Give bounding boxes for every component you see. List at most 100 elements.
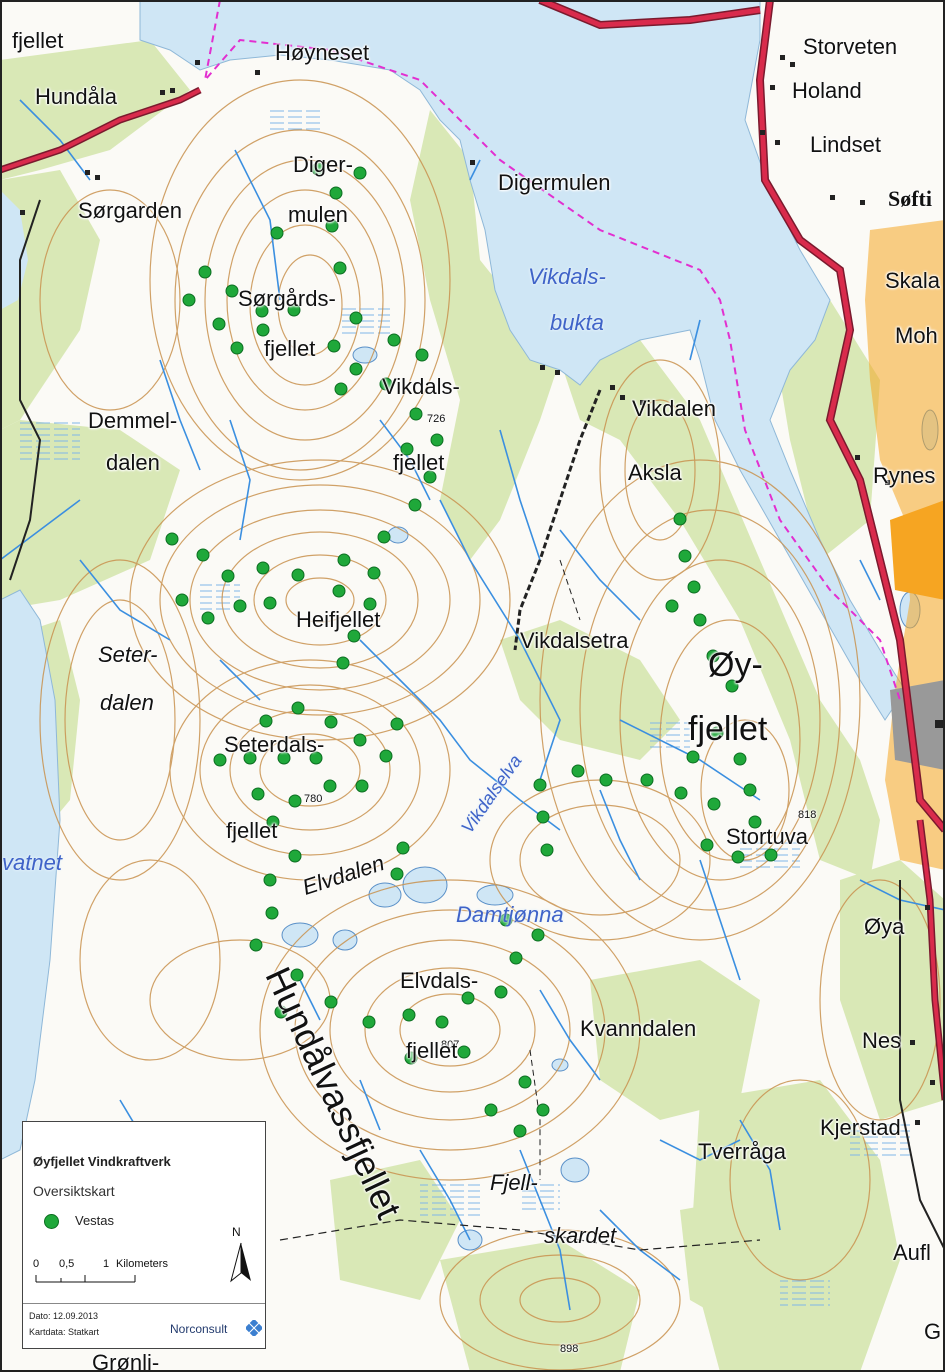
turbine-marker [251, 787, 265, 801]
turbine-marker [196, 548, 210, 562]
turbine-marker [640, 773, 654, 787]
label-oyfjellet-top: Øy- [708, 646, 763, 684]
roads [0, 0, 945, 1251]
label-height-807: 807 [441, 1039, 460, 1051]
legend-divider [23, 1303, 265, 1304]
turbine-marker [513, 1124, 527, 1138]
turbine-marker [329, 186, 343, 200]
turbine-marker [686, 750, 700, 764]
label-elvdalsfjellet-top: Elvdals- [400, 968, 479, 993]
label-g: G [924, 1319, 942, 1344]
turbine-marker [693, 613, 707, 627]
turbine-marker [353, 733, 367, 747]
turbine-marker [221, 569, 235, 583]
turbine-marker [402, 1008, 416, 1022]
label-seterdalen-top: Seter- [98, 642, 158, 667]
turbine-marker [347, 629, 361, 643]
turbine-marker [324, 995, 338, 1009]
turbine-marker [349, 311, 363, 325]
north-label: N [232, 1225, 241, 1239]
municipal-boundary [203, 0, 901, 701]
label-kvanndalen: Kvanndalen [580, 1016, 697, 1041]
turbine-marker [182, 293, 196, 307]
turbine-marker [327, 339, 341, 353]
turbine-marker [484, 1103, 498, 1117]
turbine-marker [461, 991, 475, 1005]
turbine-marker [536, 810, 550, 824]
label-vikdalsbukta-bottom: bukta [550, 310, 604, 335]
scale-unit: Kilometers [116, 1258, 168, 1270]
turbine-marker [396, 841, 410, 855]
label-seterdalsfjellet-top: Seterdals- [224, 732, 325, 757]
label-vikdalen: Vikdalen [632, 396, 716, 421]
turbine-marker [213, 753, 227, 767]
turbine-marker [390, 717, 404, 731]
turbine-marker [430, 433, 444, 447]
turbine-marker [165, 532, 179, 546]
label-nes: Nes [862, 1028, 902, 1053]
turbine-marker [349, 362, 363, 376]
turbine-marker [540, 843, 554, 857]
legend-subtitle: Oversiktskart [33, 1183, 115, 1199]
label-storveten: Storveten [803, 34, 898, 59]
legend-mapdata: Kartdata: Statkart [29, 1327, 100, 1337]
label-oya: Øya [864, 914, 905, 939]
label-vikdalsetra: Vikdalsetra [520, 628, 629, 653]
turbine-marker [265, 906, 279, 920]
turbine-marker [731, 850, 745, 864]
turbine-marker [336, 656, 350, 670]
turbine-marker [387, 333, 401, 347]
label-elvdalsfjellet-bottom: fjellet [406, 1038, 458, 1063]
urban-area [865, 220, 945, 870]
turbine-marker [225, 284, 239, 298]
scale-label-0: 0 [33, 1258, 40, 1270]
label-vikdalsfjellet-top: Vikdals- [382, 374, 460, 399]
norconsult-logo-icon [246, 1320, 262, 1336]
label-fjellskardet-bottom: skardet [544, 1223, 617, 1248]
label-height-726: 726 [427, 413, 446, 425]
label-damtjonna: Damtjønna [456, 902, 564, 927]
turbine-marker [748, 815, 762, 829]
label-holand: Holand [792, 78, 862, 103]
turbine-marker [571, 764, 585, 778]
label-tverraga: Tverråga [698, 1139, 787, 1164]
contour-lines [39, 79, 941, 1371]
turbine-marker [355, 779, 369, 793]
turbine-marker [332, 584, 346, 598]
turbine-marker [277, 751, 291, 765]
turbine-marker [233, 599, 247, 613]
turbine-marker [256, 323, 270, 337]
label-digermulen-top: Diger- [293, 152, 353, 177]
turbine-marker [518, 1075, 532, 1089]
turbine-marker [263, 873, 277, 887]
label-sorgards-bottom: fjellet [264, 336, 316, 361]
label-vatnet: vatnet [2, 850, 62, 875]
turbine-marker [287, 303, 301, 317]
label-softi: Søfti [888, 186, 932, 211]
turbine-marker [377, 530, 391, 544]
label-hoyneset: Høyneset [275, 40, 370, 65]
turbine-marker [743, 783, 757, 797]
turbine-marker [337, 553, 351, 567]
turbine-marker [673, 512, 687, 526]
label-vikdalsfjellet-bottom: fjellet [393, 450, 445, 475]
label-digermulen-bay: Digermulen [498, 170, 611, 195]
turbine-marker [764, 848, 778, 862]
label-stortuva: Stortuva [726, 824, 808, 849]
label-demmeldalen-bottom: dalen [106, 450, 160, 475]
turbine-marker [435, 1015, 449, 1029]
streams [0, 99, 945, 1311]
turbine-marker [400, 442, 414, 456]
label-aksla: Aksla [628, 460, 682, 485]
label-height-780: 780 [304, 793, 323, 805]
turbine-symbol-icon [44, 1214, 59, 1229]
label-heifjellet: Heifjellet [296, 607, 381, 632]
turbine-marker [665, 599, 679, 613]
turbine-marker [706, 649, 720, 663]
turbine-marker [367, 566, 381, 580]
label-aufl: Aufl [893, 1240, 931, 1265]
turbine-marker [536, 1103, 550, 1117]
scale-label-05: 0,5 [59, 1258, 75, 1270]
turbine-marker [678, 549, 692, 563]
